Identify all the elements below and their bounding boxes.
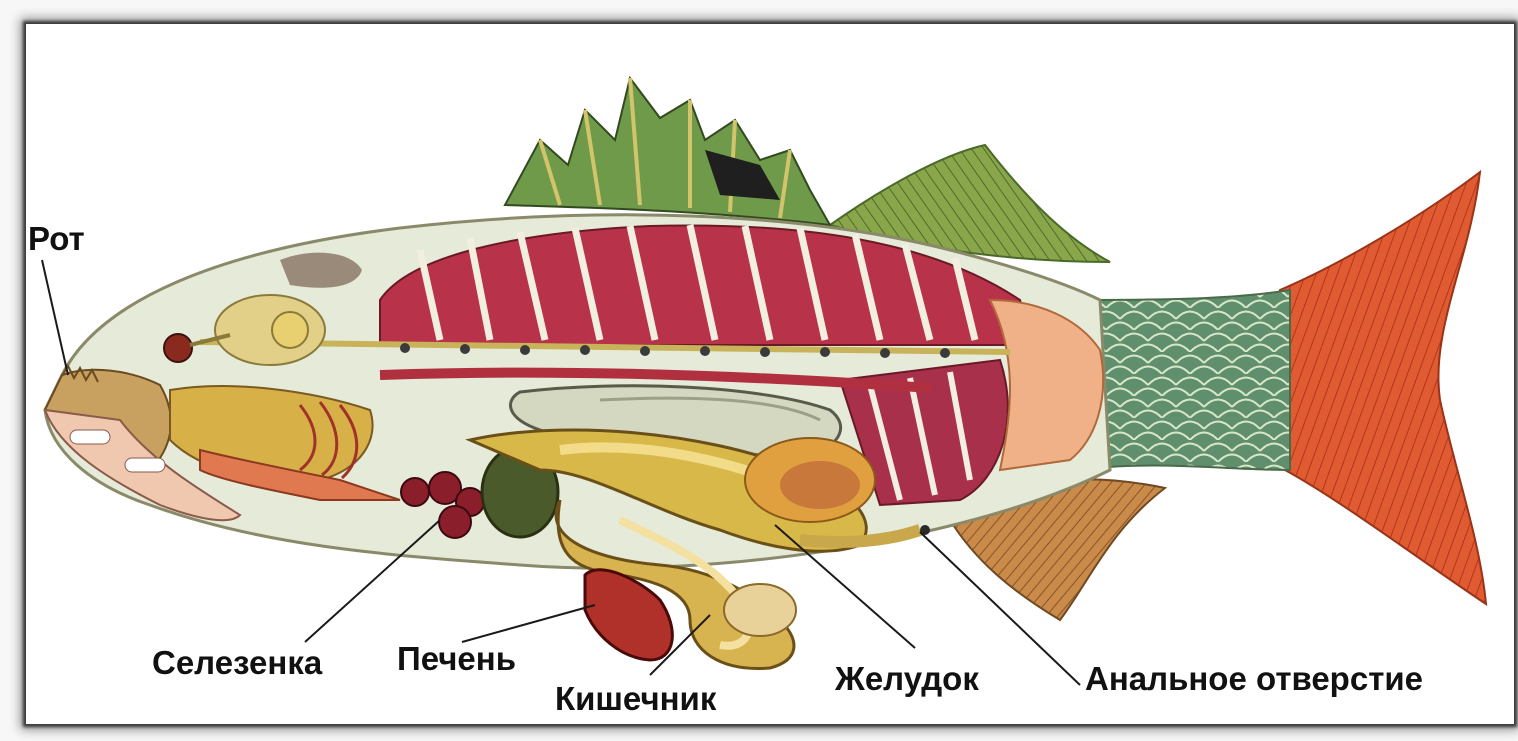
tail-fin (1280, 172, 1486, 604)
label-stomach: Желудок (835, 662, 979, 695)
label-spleen: Селезенка (152, 646, 322, 679)
label-anus: Анальное отверстие (1085, 662, 1423, 695)
label-intestine: Кишечник (555, 682, 716, 715)
label-liver: Печень (397, 642, 516, 675)
label-mouth: Рот (28, 222, 85, 255)
